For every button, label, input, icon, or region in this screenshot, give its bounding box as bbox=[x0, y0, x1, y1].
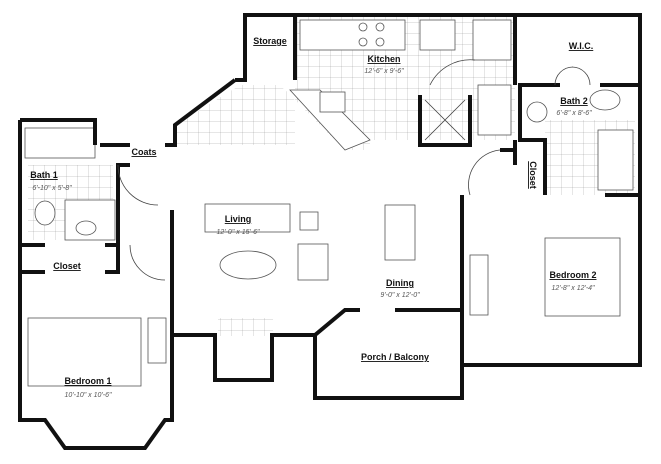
living-label: Living bbox=[225, 214, 252, 224]
toilet-2 bbox=[589, 89, 621, 111]
room-labels: Storage Kitchen 12'-6" x 9'-6" W.I.C. Ba… bbox=[30, 36, 596, 399]
coats-label: Coats bbox=[131, 147, 156, 157]
toilet-1 bbox=[34, 200, 56, 226]
washer-dryer bbox=[477, 84, 512, 136]
dining-label: Dining bbox=[386, 278, 414, 288]
bedroom1-label: Bedroom 1 bbox=[64, 376, 111, 386]
sink-2 bbox=[526, 101, 548, 123]
bath2-label: Bath 2 bbox=[560, 96, 588, 106]
bath1-size: 6'-10" x 5'-8" bbox=[32, 185, 72, 192]
walls bbox=[18, 13, 642, 450]
kitchen-size: 12'-6" x 9'-6" bbox=[364, 68, 404, 75]
coffee-table bbox=[219, 250, 277, 280]
armchair bbox=[297, 243, 329, 281]
doors bbox=[117, 59, 591, 281]
bedroom2-size: 12'-8" x 12'-4" bbox=[551, 285, 595, 292]
fixtures bbox=[24, 19, 634, 387]
wic-label: W.I.C. bbox=[569, 41, 594, 51]
bath1-label: Bath 1 bbox=[30, 170, 58, 180]
closet2-label: Closet bbox=[528, 161, 538, 189]
kitchen-island bbox=[289, 89, 371, 151]
bathtub-1 bbox=[24, 127, 96, 159]
kitchen-label: Kitchen bbox=[367, 54, 400, 64]
bathtub-2 bbox=[597, 129, 634, 191]
stove-burner bbox=[358, 22, 368, 32]
bedroom2-label: Bedroom 2 bbox=[549, 270, 596, 280]
living-size: 12'-0" x 15'-6" bbox=[216, 229, 260, 236]
sofa bbox=[204, 203, 291, 233]
bed-2 bbox=[544, 237, 621, 317]
bed-1 bbox=[27, 317, 142, 387]
counter bbox=[299, 19, 406, 51]
porch-label: Porch / Balcony bbox=[361, 352, 429, 362]
bedroom1-size: 10'-10" x 10'-6" bbox=[65, 392, 112, 399]
bath2-size: 6'-8" x 8'-6" bbox=[556, 110, 592, 117]
refrigerator bbox=[419, 19, 456, 51]
storage-label: Storage bbox=[253, 36, 287, 46]
dining-table bbox=[384, 204, 416, 261]
closet1-label: Closet bbox=[53, 261, 81, 271]
dining-size: 9'-0" x 12'-0" bbox=[380, 292, 420, 299]
